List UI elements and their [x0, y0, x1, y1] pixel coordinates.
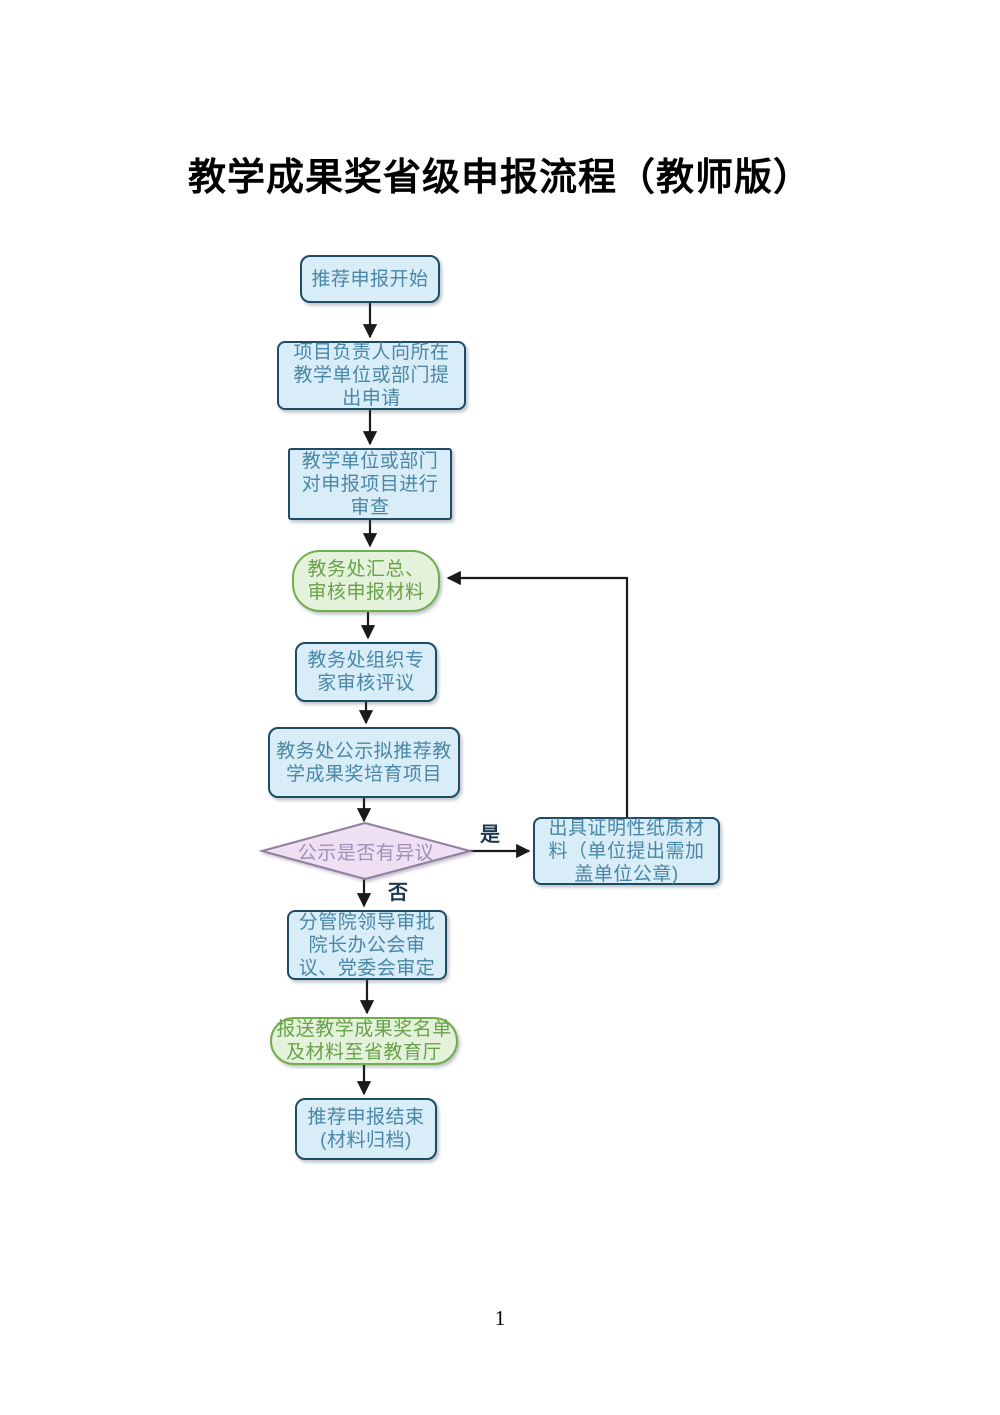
- edge-label-yes: 是: [480, 824, 500, 846]
- edge-label-no: 否: [388, 882, 408, 904]
- node-expert: 教务处组织专 家审核评议: [295, 642, 437, 702]
- node-collect: 教务处汇总、 审核申报材料: [292, 550, 440, 612]
- page-title: 教学成果奖省级申报流程（教师版）: [187, 157, 812, 199]
- node-unit-review: 教学单位或部门 对申报项目进行 审查: [288, 448, 452, 520]
- edge-objection-collect-loop: [446, 570, 629, 817]
- page-number: 1: [494, 1306, 506, 1330]
- node-end: 推荐申报结束 (材料归档): [295, 1098, 437, 1160]
- node-decision-label: 公示是否有异议: [297, 842, 435, 864]
- node-objection: 出具证明性纸质材 料（单位提出需加 盖单位公章): [533, 817, 720, 885]
- node-start: 推荐申报开始: [300, 255, 440, 303]
- node-publicity: 教务处公示拟推荐教 学成果奖培育项目: [268, 727, 460, 798]
- node-apply: 项目负责人向所在 教学单位或部门提 出申请: [277, 341, 466, 410]
- decision-diamond: [258, 821, 474, 881]
- node-submit: 报送教学成果奖名单 及材料至省教育厅: [270, 1017, 458, 1065]
- node-approval: 分管院领导审批 院长办公会审 议、党委会审定: [287, 910, 447, 980]
